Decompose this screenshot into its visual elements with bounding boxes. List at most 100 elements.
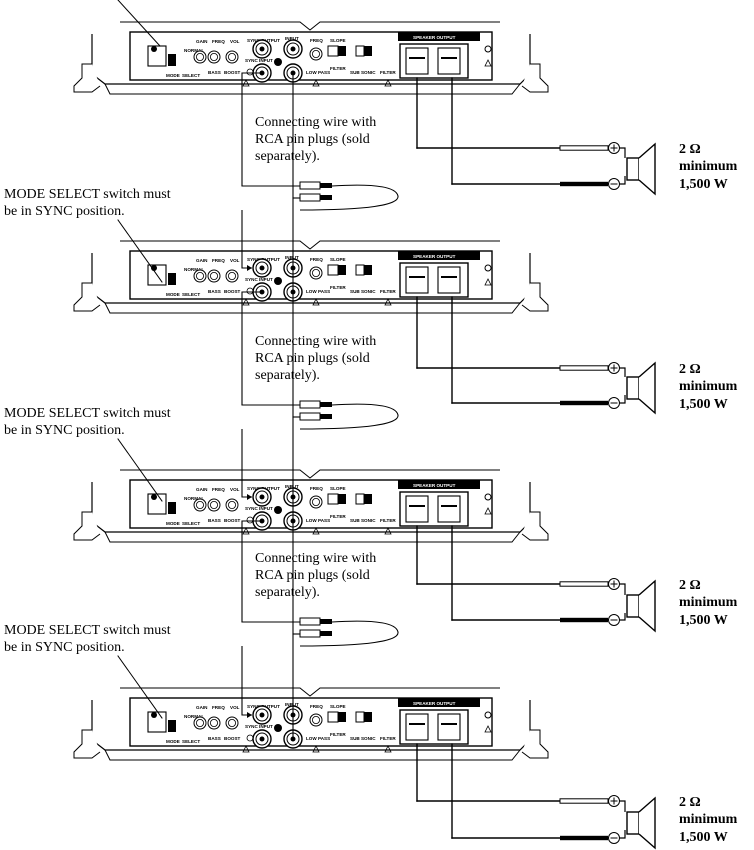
speaker-magnet: [626, 376, 640, 400]
speaker-output-label: SPEAKER OUTPUT: [413, 483, 456, 488]
speaker-minus-lead: [560, 617, 608, 623]
speaker-output-label: SPEAKER OUTPUT: [413, 254, 456, 259]
rca-plug-lower-sleeve: [320, 631, 332, 636]
lp-freq-label: FREQ: [310, 704, 323, 709]
vol-knob-1-cap: [227, 271, 236, 280]
input-plug-black: [274, 724, 282, 732]
input-label: INPUT: [285, 255, 299, 260]
speaker-minus-lead: [560, 835, 608, 841]
mode-select-screw: [151, 712, 157, 718]
subsonic-filter-label: FILTER: [380, 736, 396, 741]
speaker-output-header: [398, 251, 480, 260]
mode-note-line: be in SYNC position.: [4, 204, 125, 219]
sync-cable-left-up: [241, 291, 262, 405]
sync-input-jack-3-pin: [259, 736, 265, 742]
boost-label: BOOST: [224, 70, 241, 75]
lp-freq-label: FREQ: [310, 486, 323, 491]
vol-label: VOL: [230, 258, 240, 263]
input-label: INPUT: [285, 36, 299, 41]
gain-knob-3-cap: [195, 718, 204, 727]
lowpass-knob-3-cap: [311, 715, 320, 724]
gain-knob-1-cap: [195, 271, 204, 280]
amp-top-ridge: [120, 687, 500, 697]
lowpass-knob-2: [309, 495, 323, 509]
speaker-minus-lead: [560, 181, 608, 187]
normal-label: NORMAL: [184, 714, 204, 719]
speaker-magnet: [626, 157, 640, 181]
vol-knob-1: [225, 269, 239, 283]
cable-note-line: separately).: [255, 368, 320, 383]
mode-label: MODE: [166, 739, 180, 744]
speaker-cone: [638, 579, 656, 633]
speaker-minimum-0: minimum: [679, 159, 738, 174]
cable-note-line: Connecting wire with: [255, 551, 376, 566]
fuse-screw: [484, 45, 492, 53]
subsonic-filter-label: FILTER: [380, 289, 396, 294]
normal-label: NORMAL: [184, 48, 204, 53]
mode-note-pointer: [117, 438, 163, 502]
amp-right-fin: [521, 63, 549, 93]
slope-switch-b: [338, 46, 346, 56]
ground-screw: [246, 734, 254, 742]
mode-select-switch: [168, 502, 176, 514]
slope-label: SLOPE: [330, 486, 346, 491]
sync-input-jack-3: [252, 729, 272, 749]
select-label: SELECT: [182, 739, 200, 744]
sync-output-jack-3: [252, 705, 272, 725]
speaker-plus-lead: [559, 798, 609, 804]
triangle-warning-icon: [484, 725, 492, 733]
arrow-icon: [247, 494, 252, 500]
gain-label: GAIN: [196, 39, 208, 44]
triangle-warning-icon: [312, 298, 320, 306]
freq-knob-2-cap: [209, 500, 218, 509]
amp-bottom-skirt: [104, 302, 521, 314]
normal-label: NORMAL: [184, 267, 204, 272]
speaker-plus-lead: [559, 145, 609, 151]
slope-switch-b: [338, 494, 346, 504]
speaker-1: [626, 361, 656, 415]
terminal-minus-screw: [437, 495, 461, 523]
gain-knob-2: [193, 498, 207, 512]
lp-freq-label: FREQ: [310, 38, 323, 43]
sync-input-label: SYNC INPUT: [245, 724, 273, 729]
amp-left-fin: [73, 282, 101, 312]
low-pass-label: LOW PASS: [306, 70, 330, 75]
input-plug-black: [274, 58, 282, 66]
slope-switch-a: [327, 264, 339, 276]
bass-label: BASS: [208, 518, 221, 523]
rca-plug-lower: [299, 193, 321, 202]
slope-switch-a: [327, 45, 339, 57]
speaker-plus-connector: [620, 583, 626, 595]
rca-plug-lower-sleeve: [320, 195, 332, 200]
cable-note-line: RCA pin plugs (sold: [255, 568, 370, 583]
mode-select-screw: [151, 46, 157, 52]
rca-plug-upper-sleeve: [320, 619, 332, 624]
mode-select-switch: [168, 54, 176, 66]
sync-input-label: SYNC INPUT: [245, 58, 273, 63]
boost-label: BOOST: [224, 736, 241, 741]
bass-label: BASS: [208, 289, 221, 294]
amp-right-fin: [521, 282, 549, 312]
speaker-plus-lead: [559, 365, 609, 371]
triangle-warning-icon: [384, 298, 392, 306]
speaker-impedance-1: 2 Ω: [679, 362, 701, 377]
mode-label: MODE: [166, 521, 180, 526]
mode-note-pointer: [117, 219, 163, 283]
slope-switch-b: [338, 712, 346, 722]
terminal-plus-screw: [405, 495, 429, 523]
triangle-warning-icon: [384, 527, 392, 535]
triangle-warning-icon: [312, 745, 320, 753]
speaker-output-label: SPEAKER OUTPUT: [413, 35, 456, 40]
triangle-warning-icon: [312, 79, 320, 87]
subsonic-label: SUB SONIC: [350, 289, 376, 294]
slope-switch-a: [327, 493, 339, 505]
speaker-0: [626, 142, 656, 196]
lowpass-knob-1: [309, 266, 323, 280]
amp-bottom-skirt: [104, 749, 521, 761]
cable-note-line: separately).: [255, 149, 320, 164]
subsonic-switch-a: [355, 493, 365, 505]
input-plug-black: [274, 277, 282, 285]
